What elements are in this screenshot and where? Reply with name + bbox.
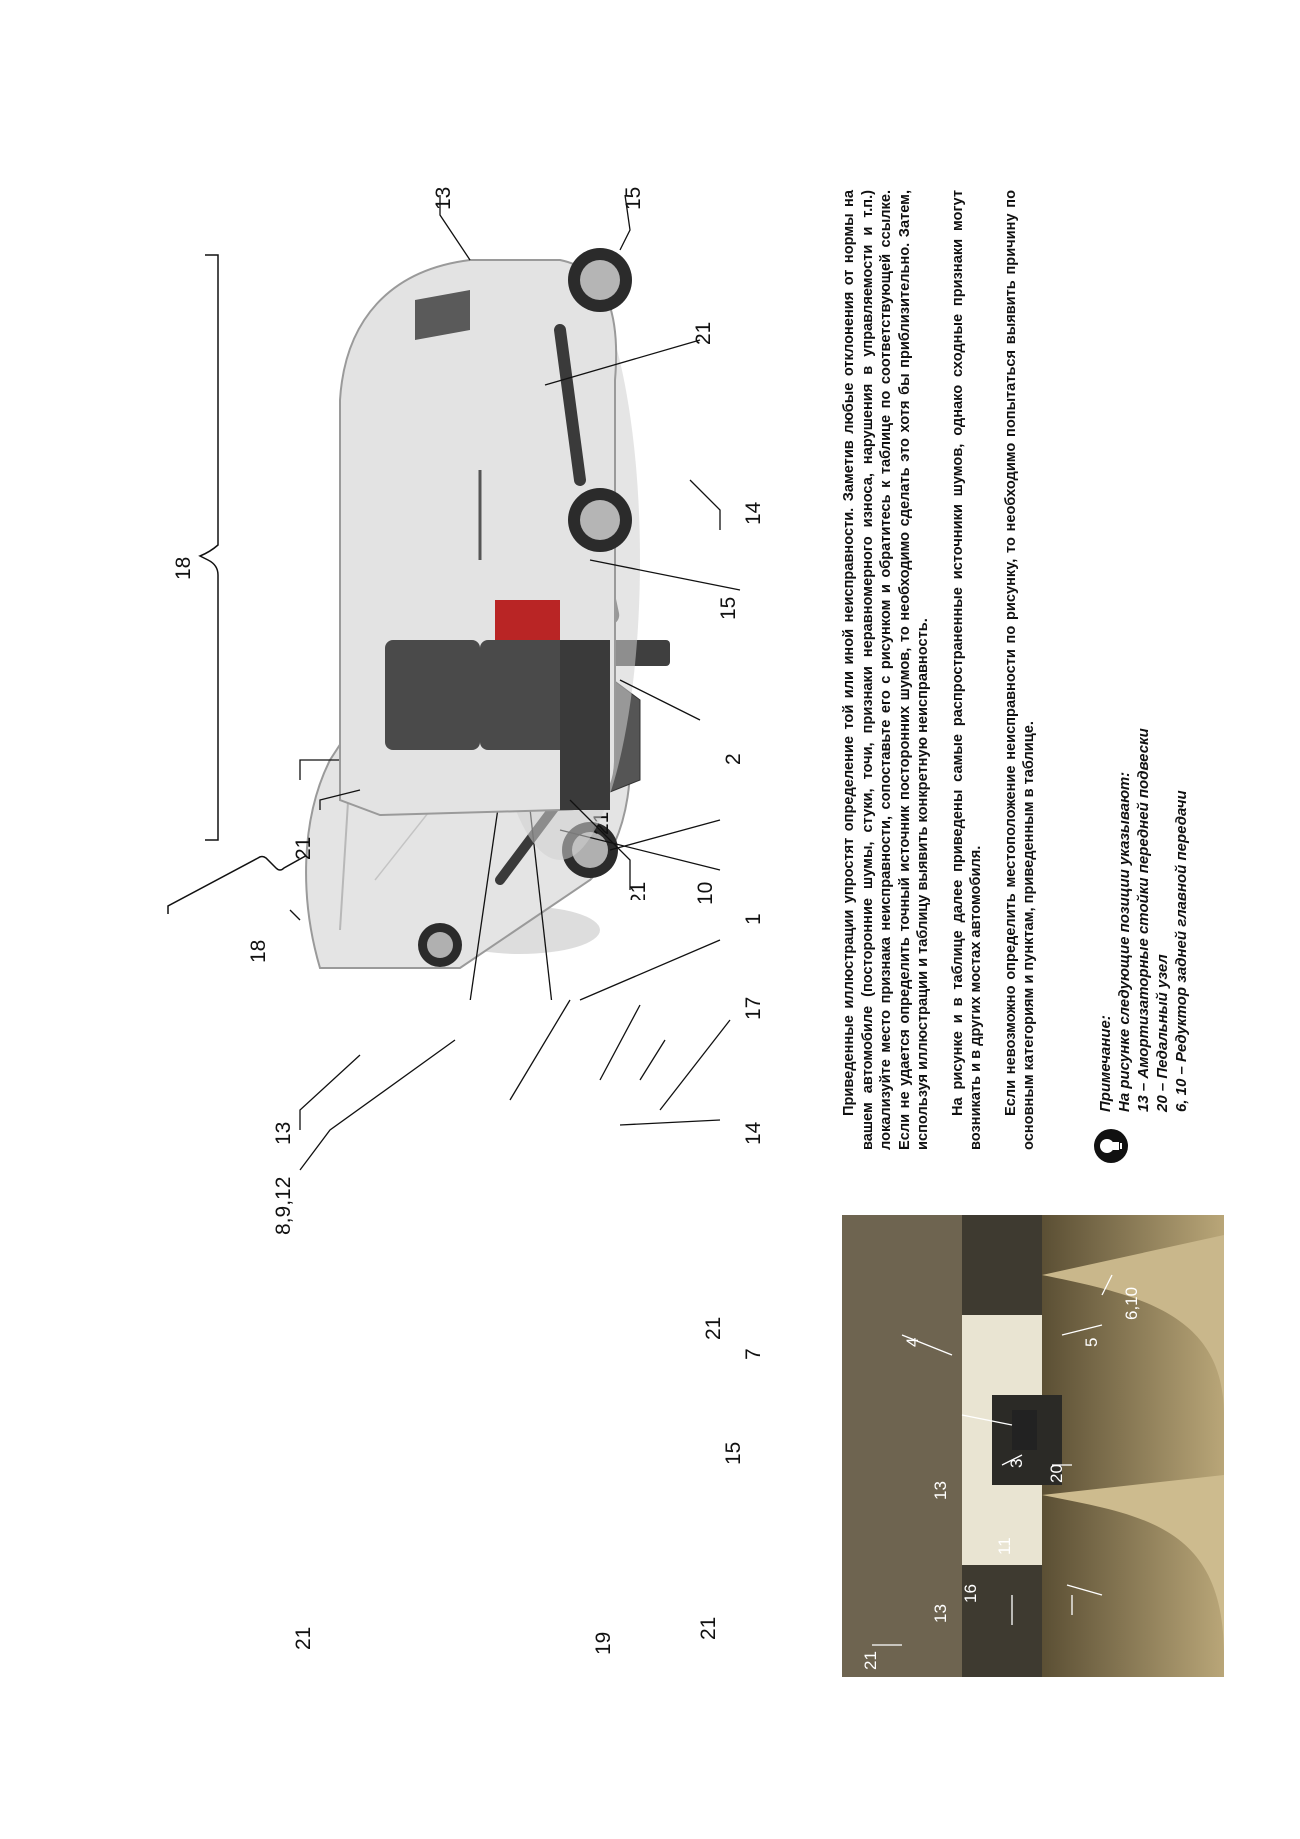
front-label-10: 10 xyxy=(694,882,717,905)
front-label-21-side: 21 xyxy=(697,1617,720,1640)
note-item: 13 – Амортизаторные стойки передней подв… xyxy=(1135,728,1152,1112)
note-item: 20 – Педальный узел xyxy=(1154,954,1171,1112)
rear-label-15-bottom: 15 xyxy=(717,597,740,620)
rear-van-body xyxy=(339,248,640,860)
rear-label-21-left: 21 xyxy=(292,837,315,860)
rear-label-21-bottom: 21 xyxy=(627,882,650,900)
photo-label-13: 13 xyxy=(931,1481,950,1500)
front-label-19: 19 xyxy=(592,1632,615,1655)
rear-label-21-mid: 21 xyxy=(692,322,715,345)
front-label-13: 13 xyxy=(272,1122,295,1145)
front-label-21-top: 21 xyxy=(292,1627,315,1650)
front-label-14: 14 xyxy=(742,1121,765,1145)
description-text: Приведенные иллюстрации упростят определ… xyxy=(840,190,1070,1150)
paragraph-3: Если невозможно определить местоположени… xyxy=(1002,190,1038,1150)
dimension-bracket-18 xyxy=(167,790,429,914)
photo-label-6-10: 6,10 xyxy=(1122,1287,1141,1320)
photo-label-16: 16 xyxy=(961,1584,980,1603)
front-label-1: 1 xyxy=(742,913,765,925)
rear-label-13: 13 xyxy=(432,187,455,210)
rear-label-14: 14 xyxy=(742,501,765,525)
note-title: Примечание: xyxy=(1097,1015,1114,1112)
front-label-18: 18 xyxy=(247,940,270,963)
rear-van-illustration: 18 13 15 21 14 15 2 21 21 xyxy=(172,187,765,900)
rear-leader-lines xyxy=(319,194,741,890)
interior-photo: 21 13 16 11 13 3 20 4 5 6,10 xyxy=(842,1215,1224,1677)
photo-label-11: 11 xyxy=(995,1537,1014,1555)
rear-label-15-top: 15 xyxy=(622,187,645,210)
lightbulb-icon xyxy=(1094,1129,1128,1163)
front-label-21-door: 21 xyxy=(702,1317,725,1340)
dimension-bracket-18-rear xyxy=(198,254,219,841)
photo-label-3: 3 xyxy=(1007,1459,1026,1468)
photo-label-4: 4 xyxy=(903,1338,922,1347)
photo-label-21: 21 xyxy=(861,1651,880,1670)
front-van-labels: 13 8,9,12 21 21 19 21 15 7 14 17 1 10 21 xyxy=(272,759,765,1655)
note-block: Примечание: На рисунке следующие позиции… xyxy=(1096,592,1216,1112)
rear-label-18: 18 xyxy=(172,557,195,580)
front-label-17: 17 xyxy=(742,997,765,1020)
photo-label-20: 20 xyxy=(1047,1464,1066,1483)
photo-label-5: 5 xyxy=(1082,1338,1101,1347)
rear-label-2: 2 xyxy=(722,753,745,765)
front-callouts: 18 xyxy=(247,940,270,963)
front-label-7: 7 xyxy=(742,1348,765,1360)
note-item: 6, 10 – Редуктор задней главной передачи xyxy=(1173,790,1190,1112)
note-intro: На рисунке следующие позиции указывают: xyxy=(1116,771,1133,1112)
front-label-15: 15 xyxy=(722,1442,745,1465)
paragraph-2: На рисунке и в таблице далее приведены с… xyxy=(949,190,985,1150)
photo-label-13: 13 xyxy=(931,1604,950,1623)
front-label-8-9-12: 8,9,12 xyxy=(272,1177,295,1235)
paragraph-1: Приведенные иллюстрации упростят определ… xyxy=(841,190,931,1150)
